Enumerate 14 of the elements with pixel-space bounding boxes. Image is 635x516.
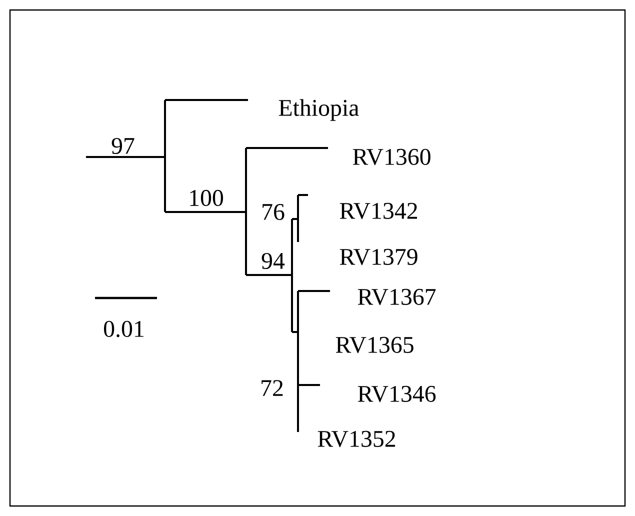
taxon-label: RV1360 <box>352 148 430 166</box>
bootstrap-value: 100 <box>190 190 224 206</box>
taxon-label: RV1342 <box>340 202 417 220</box>
taxon-label: RV1379 <box>340 248 418 266</box>
taxon-label: RV1365 <box>336 336 414 354</box>
taxon-label: RV1352 <box>318 430 395 448</box>
scale-label: 0.01 <box>104 320 144 338</box>
bootstrap-value: 94 <box>262 252 285 270</box>
bootstrap-value: 76 <box>262 204 284 220</box>
taxon-label: RV1367 <box>358 288 436 306</box>
bootstrap-value: 72 <box>262 380 283 396</box>
taxon-label: Ethiopia <box>278 99 359 121</box>
taxon-label: RV1346 <box>358 386 436 402</box>
bootstrap-value: 97 <box>112 138 134 154</box>
